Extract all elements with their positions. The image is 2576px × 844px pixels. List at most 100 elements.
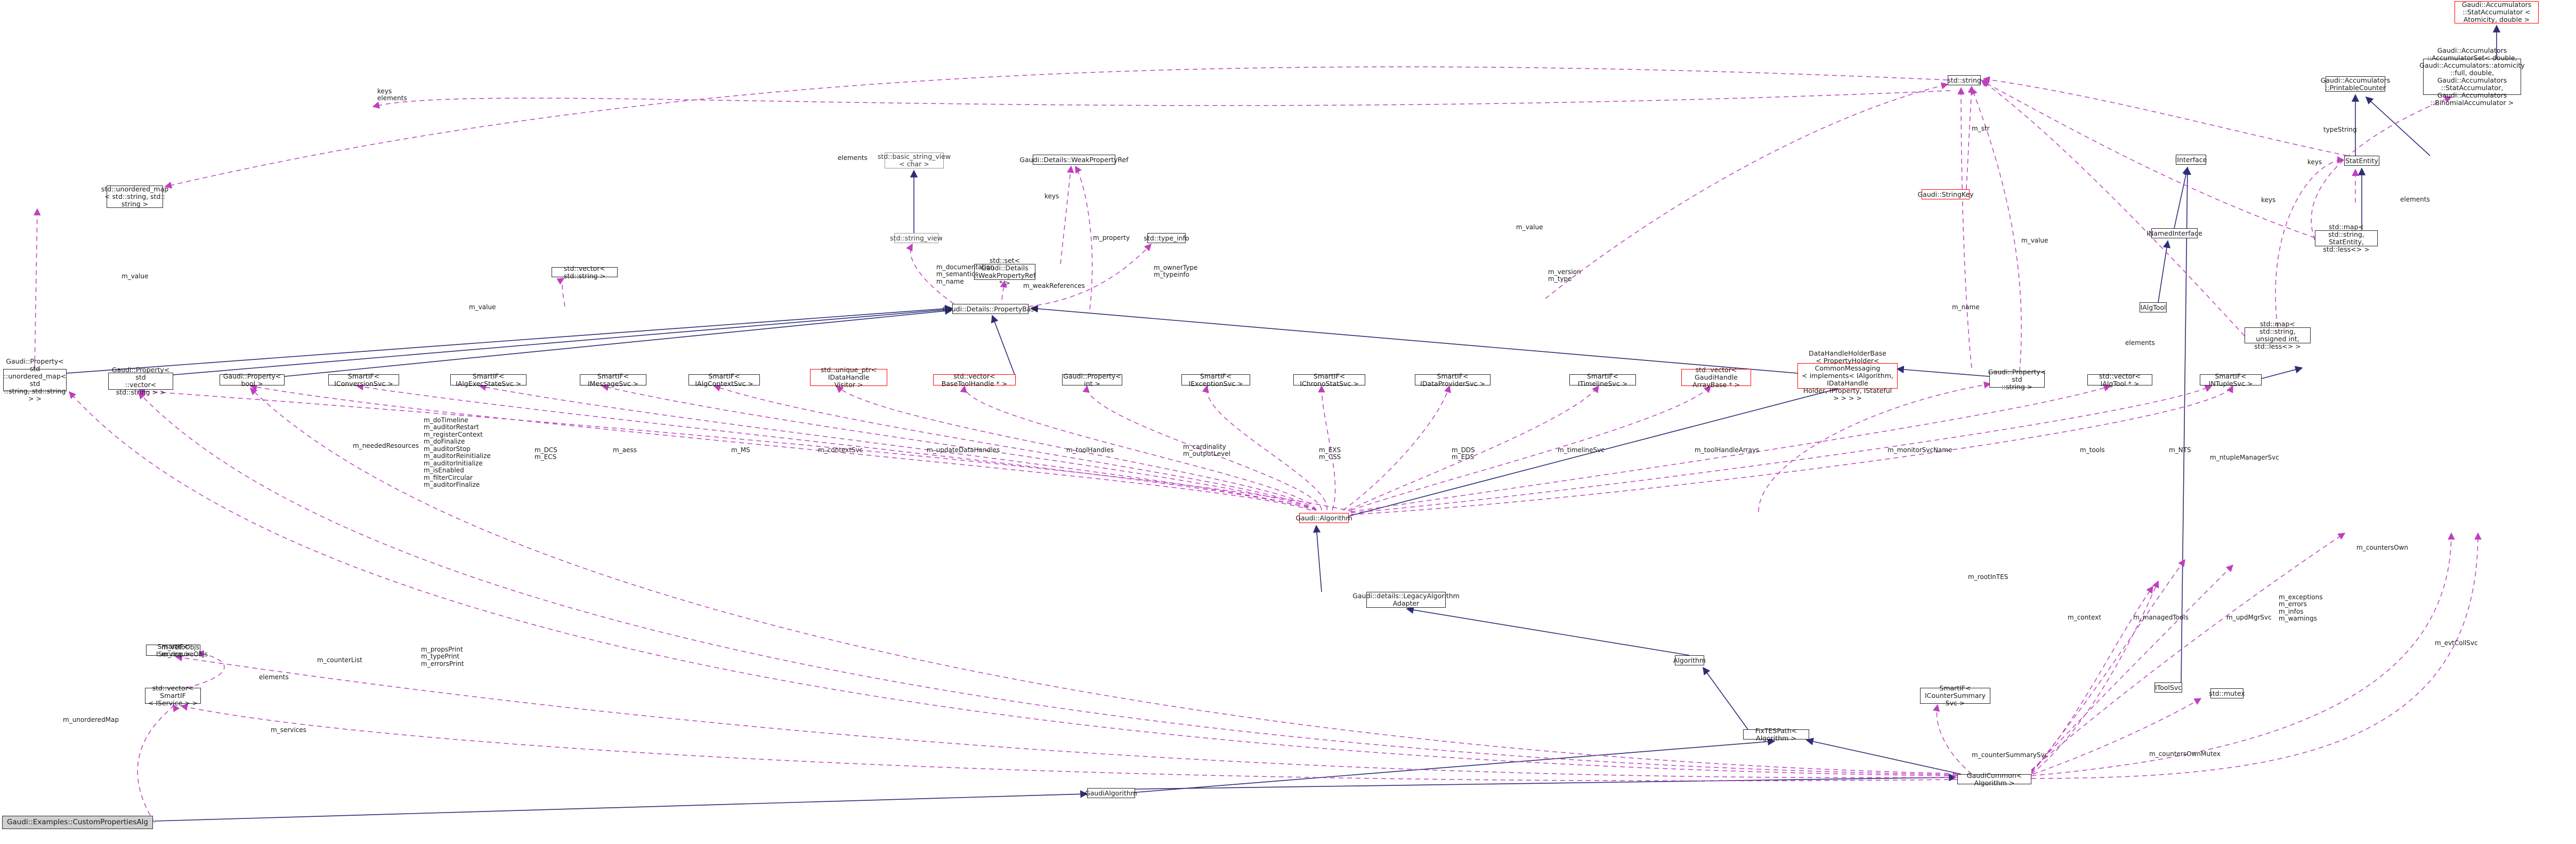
class-node[interactable]: Gaudi::Details::WeakPropertyRef xyxy=(1019,155,1129,165)
edge-label: m_ownerType m_typeinfo xyxy=(1154,264,1198,279)
class-node[interactable]: SmartIF< IMessageSvc > xyxy=(580,372,646,387)
edge-label: m_EXS m_CSS xyxy=(1319,446,1341,461)
class-node[interactable]: IToolSvc xyxy=(2154,682,2182,693)
edge-label: m_propsPrint m_typePrint m_errorsPrint xyxy=(421,646,464,668)
class-node[interactable]: SmartIF< IAlgExecStateSvc > xyxy=(450,372,526,387)
edge-label: m_countersOwnMutex xyxy=(2149,750,2221,758)
edge-label: m_MS xyxy=(731,446,750,454)
edge-label: elements xyxy=(838,154,868,162)
edge-label: m_version m_type xyxy=(1548,268,1581,283)
edge-label: m_documentation m_semantics m_name xyxy=(936,263,994,285)
edge-label: m_ntupleManagerSvc xyxy=(2210,454,2279,461)
class-node[interactable]: Gaudi::Property< bool > xyxy=(220,372,285,387)
class-node[interactable]: Gaudi::Examples::CustomPropertiesAlg xyxy=(2,816,153,829)
edge-label: m_name xyxy=(1952,303,1980,311)
class-node[interactable]: std::mutex xyxy=(2209,688,2245,698)
edge-label: keys xyxy=(2261,196,2276,204)
edge-label: m_value xyxy=(469,303,496,311)
class-node[interactable]: INamedInterface xyxy=(2146,228,2202,238)
edge-label: m_countersOwn xyxy=(2356,544,2408,551)
class-node[interactable]: std::string_view xyxy=(890,233,943,243)
edge-label: m_DDS m_EDS xyxy=(1452,446,1475,461)
edge-label: m_updMgrSvc xyxy=(2226,614,2272,621)
class-node[interactable]: std::map< std::string, StatEntity, std::… xyxy=(2315,223,2378,253)
class-node[interactable]: std::basic_string_view < char > xyxy=(877,152,951,168)
edge-label: m_unorderedMap xyxy=(63,716,119,724)
class-node[interactable]: StatEntity xyxy=(2344,156,2379,166)
edge-label: elements xyxy=(2400,196,2430,203)
edge-label: keys xyxy=(1044,192,1059,200)
edge-label: m_monitorSvcName xyxy=(1888,446,1953,454)
class-node[interactable]: DataHandleHolderBase < PropertyHolder< C… xyxy=(1797,350,1898,402)
edge-label: keys elements xyxy=(377,87,407,102)
class-node[interactable]: Gaudi::Property< std ::string > xyxy=(1988,368,2046,391)
class-node[interactable]: GaudiCommon< Algorithm > xyxy=(1957,771,2031,786)
class-node[interactable]: Gaudi::Accumulators ::PrintableCounter xyxy=(2320,76,2391,92)
class-node[interactable]: Gaudi::Property< int > xyxy=(1062,372,1122,387)
class-node[interactable]: std::set< Gaudi::Details ::WeakPropertyR… xyxy=(974,256,1036,287)
class-node[interactable]: SmartIF< IConversionSvc > xyxy=(328,372,399,387)
class-node[interactable]: SmartIF< IChronoStatSvc > xyxy=(1293,372,1365,387)
edge-label: m_evtCollSvc xyxy=(2435,639,2478,647)
edge-label: typeString xyxy=(2323,126,2357,133)
class-node[interactable]: std::vector< std::string > xyxy=(552,264,618,279)
edge-label: m_vetoObjs m_requireObjs xyxy=(161,644,208,658)
class-node[interactable]: Gaudi::Property< std ::unordered_map< st… xyxy=(3,357,67,403)
class-node[interactable]: IAlgTool xyxy=(2140,302,2167,312)
class-node[interactable]: std::vector< BaseToolHandle * > xyxy=(933,372,1016,387)
class-node[interactable]: Gaudi::Details::PropertyBase xyxy=(942,304,1039,314)
class-node[interactable]: std::vector< SmartIF < IService > > xyxy=(145,685,201,707)
edge-label: m_timelineSvc xyxy=(1558,446,1605,454)
edge-label: m_toolHandles xyxy=(1066,446,1114,454)
class-node[interactable]: IInterface xyxy=(2175,155,2207,165)
edge-label: keys xyxy=(2307,158,2322,166)
edge-label: m_updateDataHandles xyxy=(927,446,1000,454)
edge-label: m_exceptions m_errors m_infos m_warnings xyxy=(2279,593,2323,623)
edge-label: elements xyxy=(259,673,289,681)
edge-label: m_weakReferences xyxy=(1023,282,1085,290)
class-node[interactable]: Gaudi::Accumulators ::AccumulatorSet< do… xyxy=(2419,46,2525,107)
edge-label: m_services xyxy=(271,726,306,734)
edge-label: m_doTimeline m_auditorRestart m_register… xyxy=(424,416,491,488)
class-node[interactable]: Algorithm xyxy=(1673,655,1706,665)
class-node[interactable]: SmartIF< ICounterSummary Svc > xyxy=(1920,685,1990,707)
class-node[interactable]: std::unordered_map < std::string, std:: … xyxy=(101,185,169,208)
edge-label: m_str xyxy=(1972,125,1990,132)
class-node[interactable]: std::map< std::string, unsigned int, std… xyxy=(2245,320,2311,350)
edge-label: m_value xyxy=(1516,223,1543,231)
edge-label: m_DCS m_ECS xyxy=(534,446,557,461)
edge-label: m_contextSvc xyxy=(818,446,863,454)
edge-label: m_counterList xyxy=(317,656,362,664)
edge-label: elements xyxy=(2125,339,2155,347)
class-node[interactable]: std::vector< IAlgTool * > xyxy=(2087,372,2152,387)
class-node[interactable]: SmartIF< IExceptionSvc > xyxy=(1181,372,1250,387)
edge-label: m_value xyxy=(121,272,149,280)
class-node[interactable]: Gaudi::details::LegacyAlgorithm Adapter xyxy=(1352,592,1460,608)
class-node[interactable]: Gaudi::StringKey xyxy=(1917,189,1974,199)
class-node[interactable]: FixTESPath< Algorithm > xyxy=(1743,727,1809,742)
class-node[interactable]: std::string xyxy=(1947,75,1981,85)
edge-label: m_context xyxy=(2068,614,2101,621)
edge-label: m_managedTools xyxy=(2133,614,2189,621)
class-node[interactable]: Gaudi::Algorithm xyxy=(1295,513,1352,523)
class-node[interactable]: SmartIF< IDataProviderSvc > xyxy=(1415,372,1490,387)
class-node[interactable]: SmartIF< INTupleSvc > xyxy=(2200,372,2262,387)
edge-label: m_tools xyxy=(2080,446,2105,454)
class-node[interactable]: std::unique_ptr< IDataHandle Visitor > xyxy=(810,366,887,389)
class-node[interactable]: Gaudi::Property< std ::vector< std::stri… xyxy=(108,366,173,396)
class-node[interactable]: std::type_info xyxy=(1144,233,1189,243)
class-node[interactable]: std::vector< GaudiHandle ArrayBase * > xyxy=(1681,366,1751,389)
edge-label: m_toolHandleArrays xyxy=(1695,446,1760,454)
class-node[interactable]: SmartIF< ITimelineSvc > xyxy=(1569,372,1636,387)
edge-label: m_rootInTES xyxy=(1968,573,2008,581)
edge-label: m_aess xyxy=(613,446,637,454)
edge-label: m_counterSummarySvc xyxy=(1972,751,2048,759)
edge-label: m_cardinality m_outputLevel xyxy=(1183,443,1230,458)
class-node[interactable]: SmartIF< IAlgContextSvc > xyxy=(688,372,760,387)
edge-label: m_neededResources xyxy=(353,442,419,449)
class-node[interactable]: GaudiAlgorithm xyxy=(1085,788,1137,798)
edge-label: m_property xyxy=(1093,234,1130,242)
class-node[interactable]: Gaudi::Accumulators ::StatAccumulator < … xyxy=(2455,1,2539,23)
